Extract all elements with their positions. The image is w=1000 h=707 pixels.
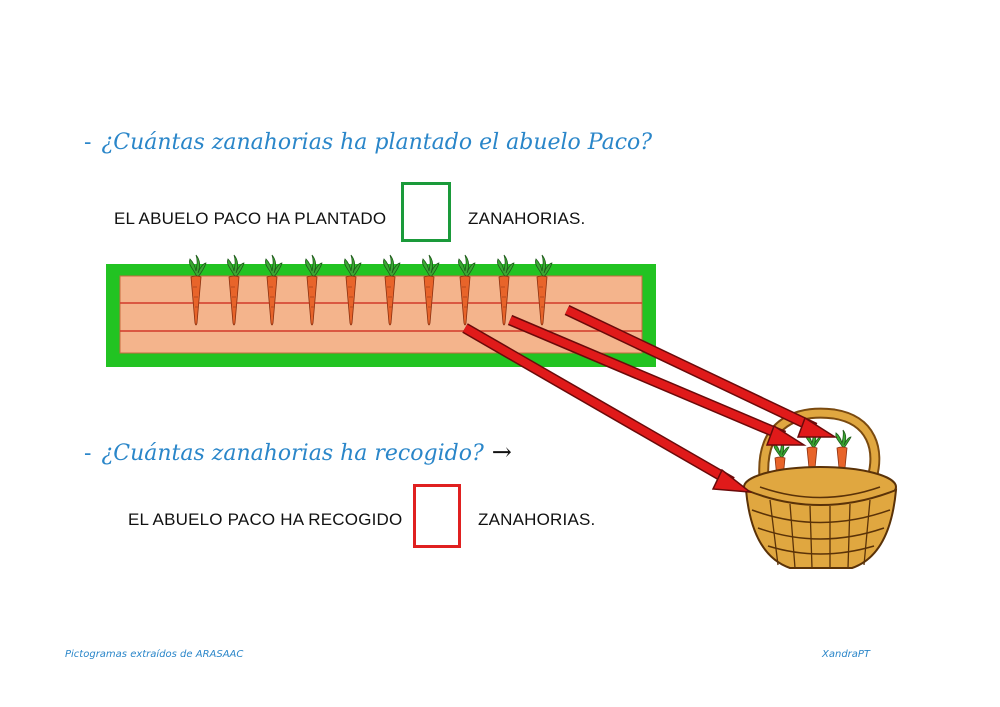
planted-answer-box[interactable] [401,182,451,242]
question-2-text: ¿Cuántas zanahorias ha recogido? [101,441,484,466]
right-arrow-icon: → [491,438,512,466]
sentence-2-before: EL ABUELO PACO HA RECOGIDO [128,510,403,529]
basket-icon [743,407,898,569]
question-2-dash: - [84,441,92,466]
footer-author: XandraPT [822,649,871,660]
footer-credit: Pictogramas extraídos de ARASAAC [65,649,244,660]
arrow-2-icon [507,314,807,446]
sentence-1-before: EL ABUELO PACO HA PLANTADO [114,209,387,228]
arrow-3-icon [564,305,838,438]
sentence-2-after: ZANAHORIAS. [478,510,596,529]
sentence-1-after: ZANAHORIAS. [468,209,586,228]
question-2: -¿Cuántas zanahorias ha recogido? → [84,438,512,466]
question-1-text: ¿Cuántas zanahorias ha plantado el abuel… [101,130,653,155]
question-1: -¿Cuántas zanahorias ha plantado el abue… [84,130,652,155]
harvested-answer-box[interactable] [413,484,461,548]
question-1-dash: - [84,130,92,155]
arrow-1-icon [462,323,753,493]
